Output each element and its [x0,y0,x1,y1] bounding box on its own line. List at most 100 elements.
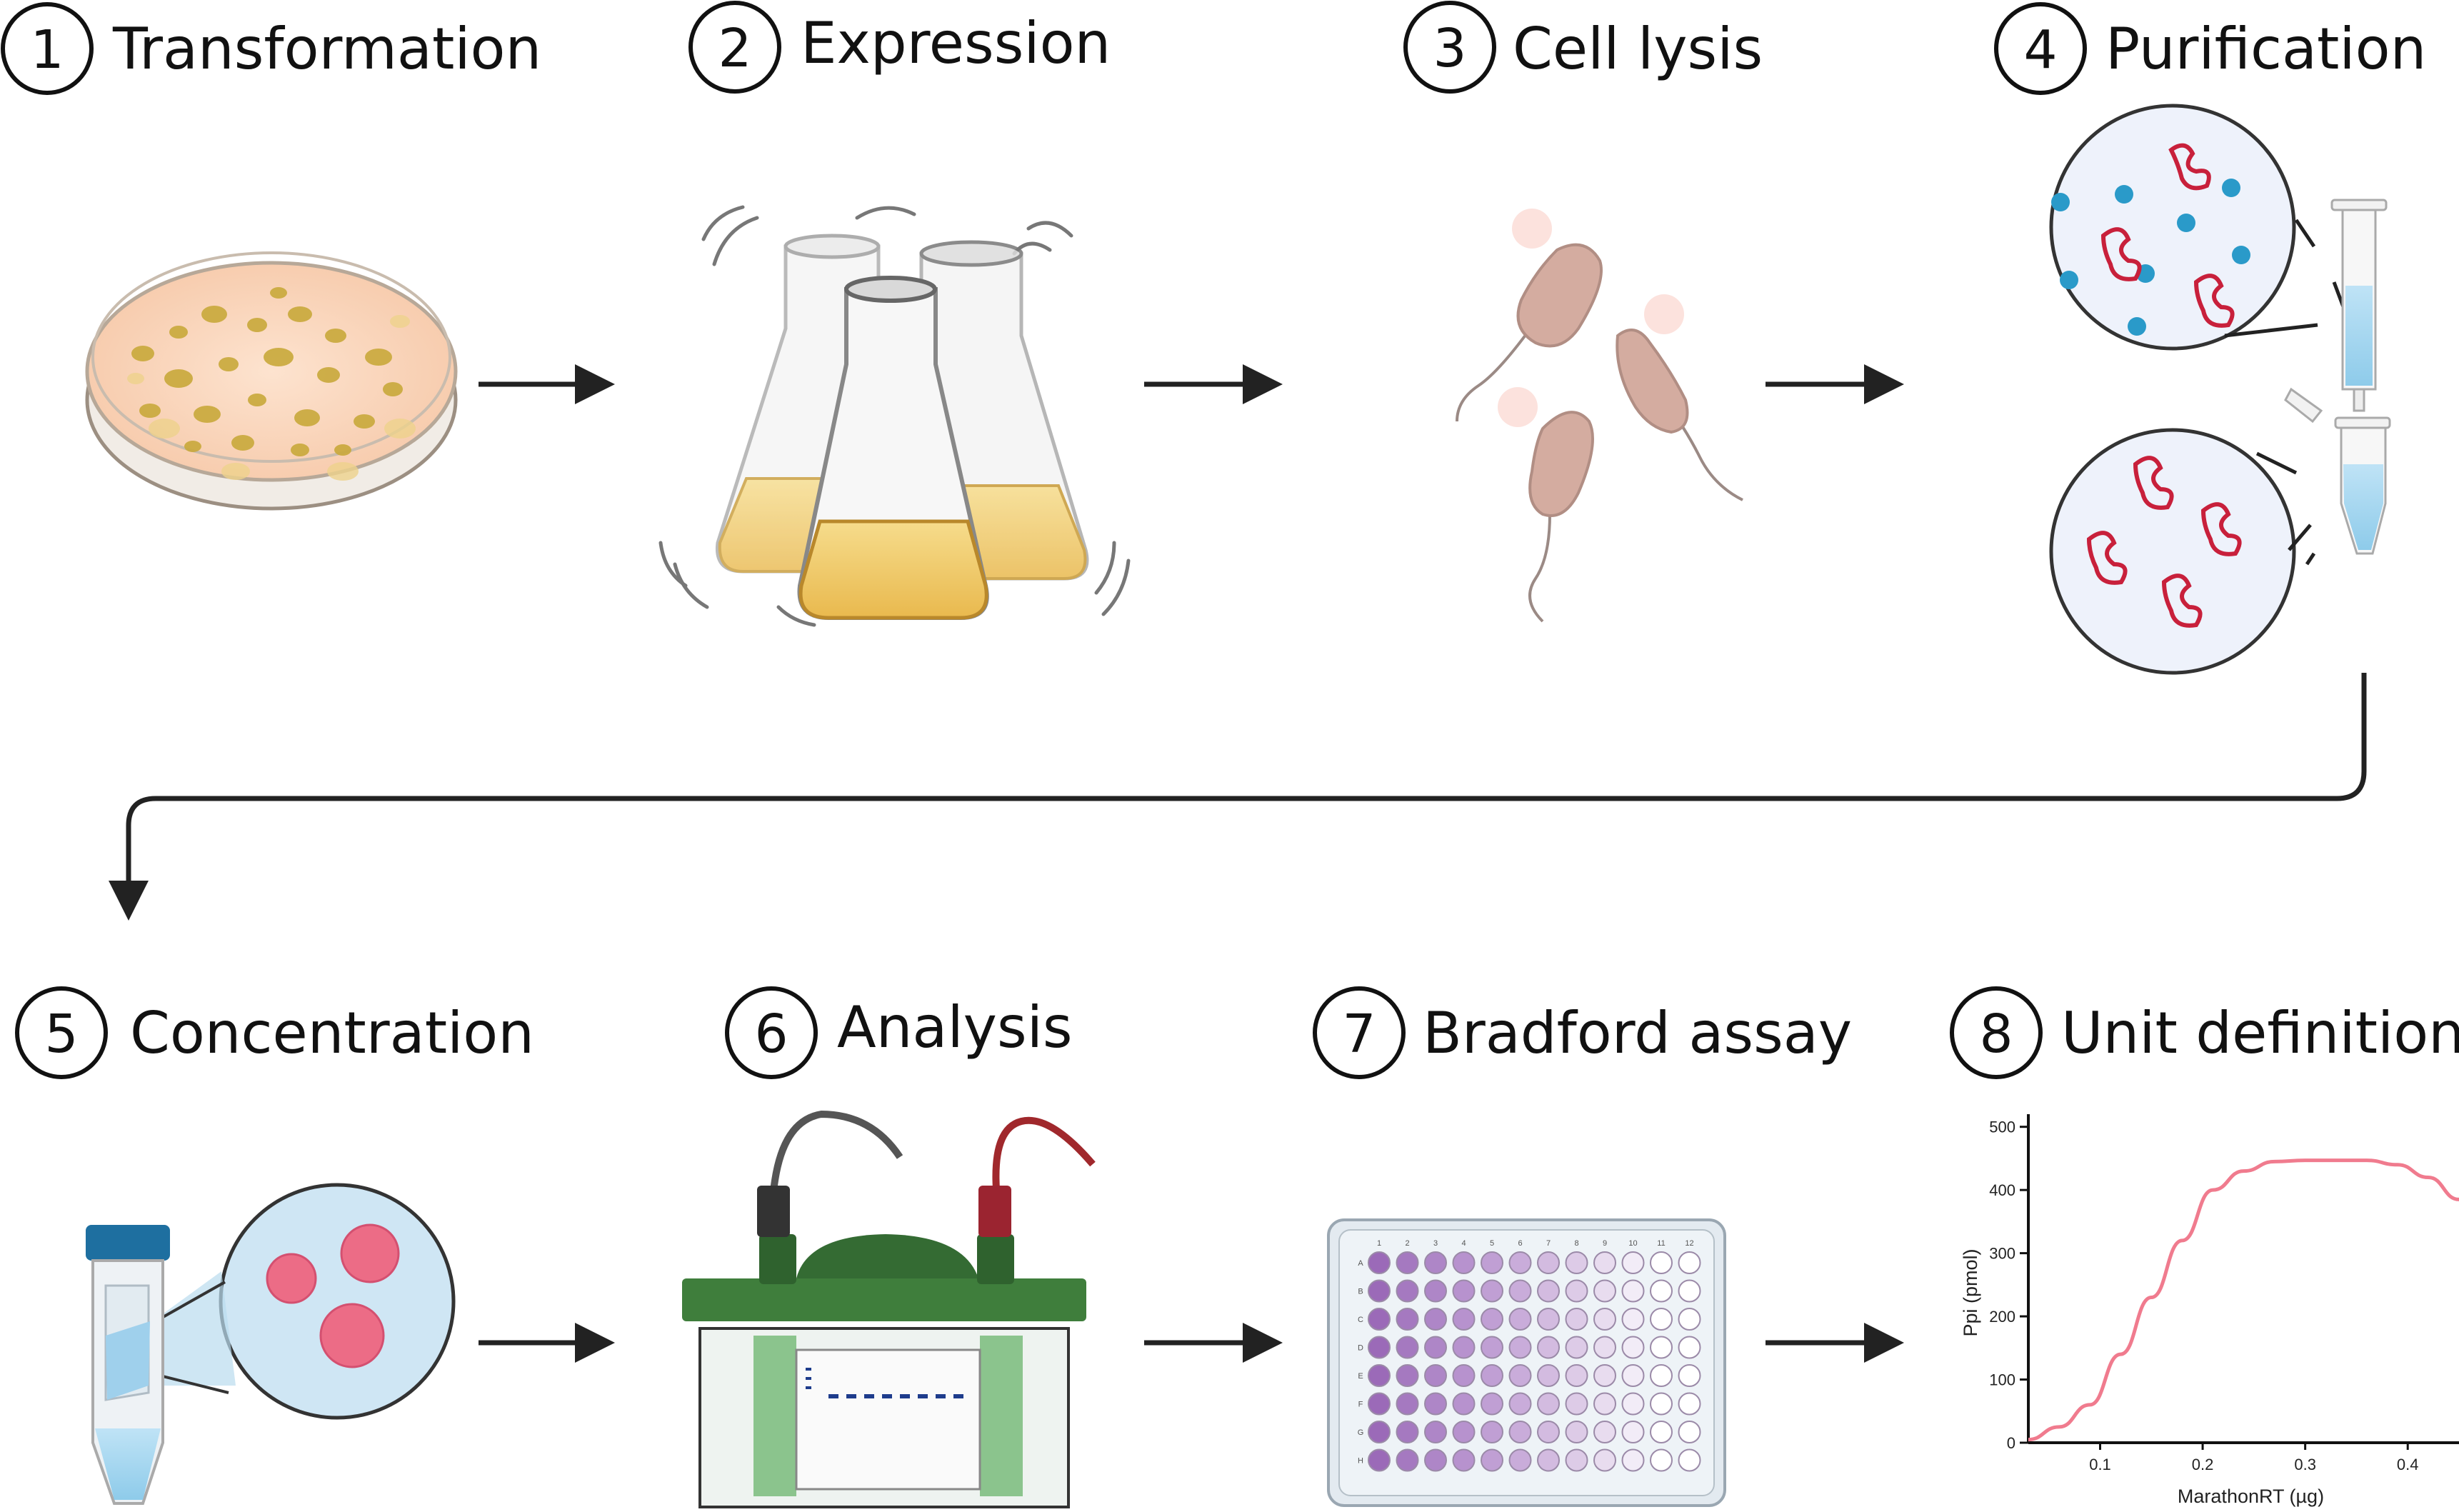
x-tick-label: 0.2 [2192,1456,2214,1473]
bound-proteins [2100,143,2235,328]
purified-proteins [2086,456,2242,628]
plate-well [1565,1279,1588,1303]
y-tick-label: 300 [1989,1245,2015,1263]
plate-well [1368,1279,1391,1303]
plate-well [1537,1421,1560,1443]
plate-well [1424,1308,1447,1331]
plate-row-label: H [1358,1457,1363,1466]
x-tick-label: 0.3 [2294,1456,2316,1473]
plate-well [1537,1448,1560,1472]
plate-well [1678,1308,1701,1331]
x-axis-label: MarathonRT (µg) [2178,1486,2324,1507]
plate-well [1537,1336,1560,1359]
plate-well [1508,1421,1532,1443]
y-tick-label: 400 [1989,1181,2015,1199]
x-tick-label: 0.1 [2089,1456,2111,1473]
plate-well [1368,1421,1391,1443]
plate-column-label: 7 [1546,1239,1551,1248]
plate-well [1593,1279,1616,1303]
plate-well [1565,1364,1588,1387]
y-tick-label: 200 [1989,1308,2015,1326]
step-number: 7 [1342,1003,1376,1065]
plate-well [1537,1251,1560,1274]
plate-column-label: 3 [1433,1239,1438,1248]
plate-well [1396,1392,1419,1416]
plate-well [1424,1364,1447,1387]
plate-well [1396,1336,1419,1359]
plate-well [1621,1336,1645,1359]
plate-column-label: 12 [1685,1239,1693,1248]
shaking-flasks-illustration [658,205,1131,627]
plate-well [1650,1308,1673,1331]
plate-well [1593,1308,1616,1331]
plate-well [1368,1448,1391,1472]
plate-well [1424,1448,1447,1472]
step-8-header: 8 Unit definition [1950,986,2459,1079]
plate-well [1621,1251,1645,1274]
plate-well [1424,1392,1447,1416]
step-number: 4 [2023,19,2057,81]
step-number: 6 [754,1003,788,1065]
step-1-header: 1 Transformation [1,2,541,95]
plate-well [1537,1308,1560,1331]
step-title: Cell lysis [1513,16,1763,82]
plate-well [1621,1308,1645,1331]
plate-well [1565,1448,1588,1472]
concentrated-protein-zoom [219,1183,456,1420]
plate-well [1396,1364,1419,1387]
series-line [2028,1158,2459,1442]
step-number: 3 [1433,18,1466,79]
step-title: Bradford assay [1423,1000,1852,1066]
plate-well [1396,1448,1419,1472]
plate-well [1678,1251,1701,1274]
gel-box-lid [682,1278,1086,1321]
plate-well [1481,1251,1503,1274]
lysed-bacteria-illustration [1456,209,1743,623]
plate-well [1508,1336,1532,1359]
plate-column-label: 9 [1603,1239,1607,1248]
plate-well [1593,1364,1616,1387]
plate-well [1452,1364,1476,1387]
plate-well [1621,1364,1645,1387]
step-3-header: 3 Cell lysis [1403,1,1763,94]
plate-well [1650,1364,1673,1387]
step-2-header: 2 Expression [688,1,1111,94]
plate-well [1537,1279,1560,1303]
plate-well [1368,1308,1391,1331]
plate-well [1396,1279,1419,1303]
plate-column-label: 1 [1377,1239,1381,1248]
step-number: 8 [1979,1003,2013,1065]
plate-row-label: B [1358,1288,1363,1296]
plate-well [1452,1336,1476,1359]
red-electrode [978,1186,1011,1237]
y-tick-label: 0 [2007,1434,2015,1452]
step-6-header: 6 Analysis [725,986,1073,1079]
plate-row-label: F [1358,1401,1363,1409]
y-axis-label: Ppi (pmol) [1960,1248,1981,1336]
plate-well [1678,1392,1701,1416]
plate-well [1621,1448,1645,1472]
plate-column-label: 2 [1405,1239,1409,1248]
step-number: 2 [718,18,751,79]
plate-well [1508,1448,1532,1472]
plate-well [1650,1421,1673,1443]
plate-well [1593,1392,1616,1416]
plate-well [1452,1308,1476,1331]
plate-column-label: 6 [1518,1239,1522,1248]
plate-well [1508,1364,1532,1387]
plate-well [1650,1279,1673,1303]
step-title: Analysis [837,994,1073,1061]
black-electrode [757,1186,790,1237]
resin-beads [2051,179,2250,336]
tube-cap [86,1225,170,1261]
y-tick-label: 100 [1989,1371,2015,1389]
collection-tube [2284,387,2391,555]
shaking-motion-lines [658,205,1131,627]
plate-well [1508,1251,1532,1274]
plate-well [1650,1336,1673,1359]
gel-electrophoresis-illustration [682,1110,1096,1508]
plate-well [1650,1251,1673,1274]
plate-well [1508,1279,1532,1303]
plate-row-label: D [1358,1344,1363,1353]
